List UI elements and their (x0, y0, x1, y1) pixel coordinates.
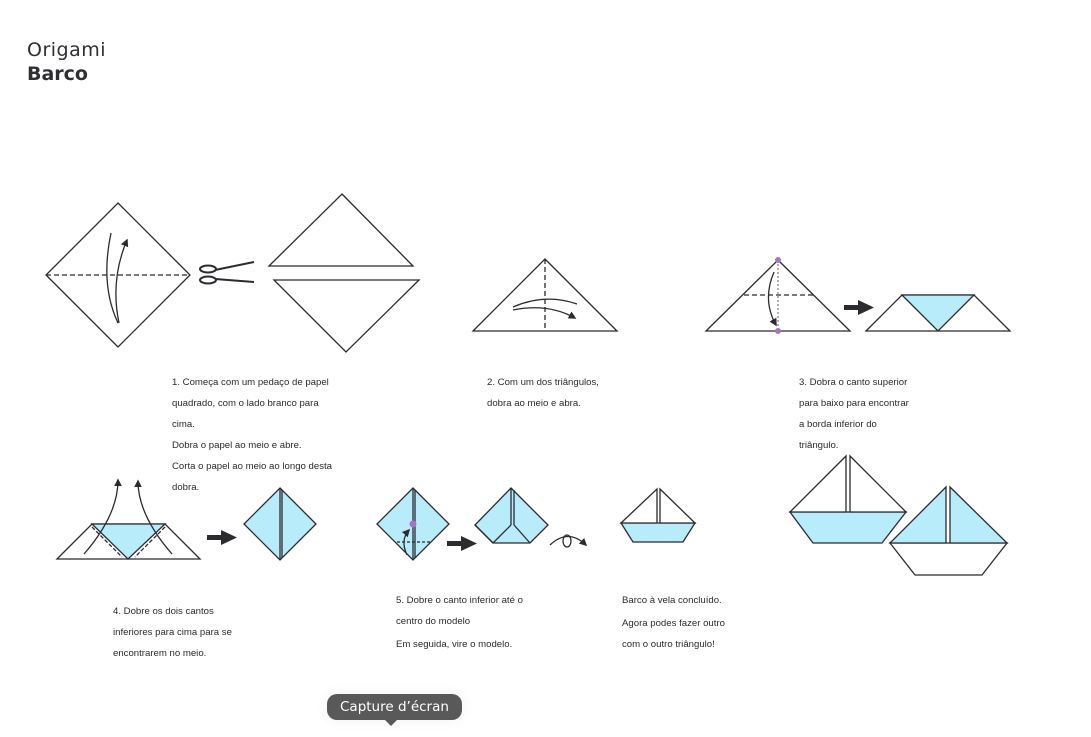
page-title: Barco (27, 63, 88, 85)
step4-result-diagram (243, 487, 317, 561)
final-caption: Barco à vela concluído. Agora podes faze… (622, 594, 725, 650)
page-kicker: Origami (27, 39, 107, 61)
step1-cut-triangles (267, 193, 421, 353)
screenshot-tooltip: Capture d’écran (327, 694, 462, 726)
right-arrow-icon (207, 530, 237, 545)
step-3-caption: 3. Dobra o canto superior para baixo par… (799, 376, 909, 451)
final-boat-blue-sail (888, 485, 1009, 576)
step-5-caption: 5. Dobre o canto inferior até o centro d… (396, 594, 523, 650)
flip-over-icon (549, 534, 588, 548)
step3-fold-diagram (704, 257, 852, 334)
scissors-icon (199, 261, 255, 285)
right-arrow-icon (844, 300, 874, 315)
step2-triangle-diagram (471, 258, 619, 332)
step5-result-diagram (474, 487, 549, 544)
fold-point-marker (409, 520, 417, 528)
step-2-caption: 2. Com um dos triângulos, dobra ao meio … (487, 376, 599, 409)
step-4-caption: 4. Dobre os dois cantos inferiores para … (113, 605, 232, 659)
final-boat-blue-hull (788, 454, 908, 544)
step3-result-diagram (864, 294, 1012, 332)
fold-point-marker (775, 257, 781, 263)
step5-fold-diagram (376, 487, 450, 561)
page-header: Origami Barco (27, 38, 106, 86)
right-arrow-icon (447, 536, 477, 551)
fold-point-marker (775, 328, 781, 334)
step-1-caption: 1. Começa com um pedaço de papel quadrad… (172, 376, 333, 493)
finished-boat-diagram (619, 487, 697, 543)
step4-fold-diagram (55, 478, 202, 560)
step1-square-diagram (45, 202, 191, 348)
